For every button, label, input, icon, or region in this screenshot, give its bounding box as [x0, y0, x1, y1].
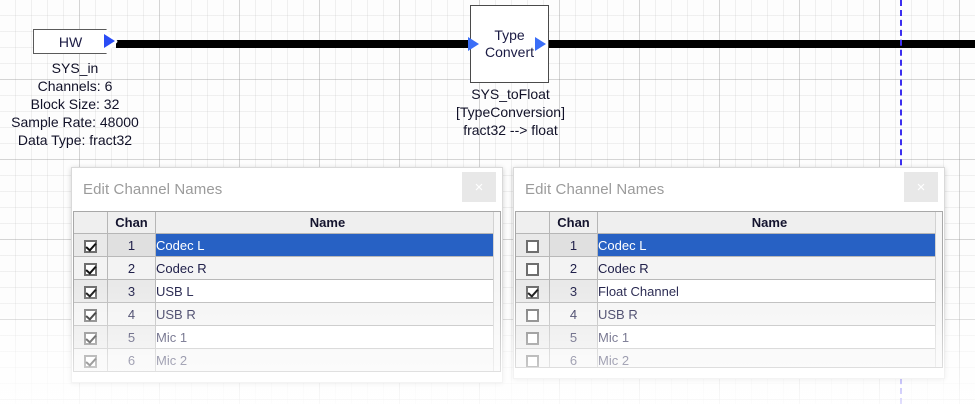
close-icon[interactable]: ×: [904, 172, 938, 202]
checkbox-unchecked-icon[interactable]: [526, 308, 539, 322]
row-channel-name[interactable]: Float Channel: [597, 279, 942, 303]
column-header-check: [74, 212, 108, 234]
table-empty-filler-row: [74, 372, 500, 373]
port-out-sys-in[interactable]: [104, 34, 115, 48]
row-channel-name[interactable]: USB R: [155, 302, 500, 326]
row-chan-number: 4: [107, 302, 156, 326]
row-checkbox-cell[interactable]: [74, 279, 108, 303]
checkbox-unchecked-icon[interactable]: [526, 331, 539, 345]
port-in-sys-tofloat[interactable]: [468, 37, 479, 51]
row-channel-name[interactable]: Codec L: [597, 233, 942, 257]
row-channel-name[interactable]: Codec R: [597, 256, 942, 280]
row-checkbox-cell[interactable]: [516, 302, 550, 326]
checkbox-checked-icon[interactable]: [84, 308, 97, 322]
wire-convert-to-right: [545, 40, 975, 48]
row-checkbox-cell[interactable]: [74, 233, 108, 257]
row-channel-name[interactable]: Mic 1: [155, 325, 500, 349]
column-header-name: Name: [597, 212, 942, 234]
checkbox-checked-icon[interactable]: [84, 331, 97, 345]
block-sys-tofloat-label-line1: Type: [494, 26, 525, 43]
checkbox-checked-icon[interactable]: [84, 354, 97, 368]
row-channel-name[interactable]: Mic 2: [155, 348, 500, 371]
row-chan-number: 6: [549, 348, 598, 367]
checkbox-checked-icon[interactable]: [84, 285, 97, 299]
column-header-chan: Chan: [549, 212, 598, 234]
block-sys-tofloat-caption: SYS_toFloat [TypeConversion] fract32 -->…: [456, 86, 565, 138]
column-header-name: Name: [155, 212, 500, 234]
row-channel-name[interactable]: USB L: [155, 279, 500, 303]
column-header-check: [516, 212, 550, 234]
vertical-scrollbar-left[interactable]: [493, 212, 500, 371]
row-channel-name[interactable]: Codec R: [155, 256, 500, 280]
row-chan-number: 3: [549, 279, 598, 303]
row-chan-number: 1: [549, 233, 598, 257]
block-sys-in-label: HW: [58, 33, 83, 50]
block-sys-in-caption: SYS_in Channels: 6 Block Size: 32 Sample…: [11, 60, 139, 148]
row-chan-number: 4: [549, 302, 598, 326]
row-channel-name[interactable]: USB R: [597, 302, 942, 326]
row-chan-number: 3: [107, 279, 156, 303]
row-checkbox-cell[interactable]: [74, 325, 108, 349]
row-channel-name[interactable]: Mic 2: [597, 348, 942, 367]
row-channel-name[interactable]: Mic 1: [597, 325, 942, 349]
row-chan-number: 5: [549, 325, 598, 349]
row-checkbox-cell[interactable]: [516, 325, 550, 349]
checkbox-unchecked-icon[interactable]: [526, 354, 539, 367]
row-chan-number: 2: [107, 256, 156, 280]
checkbox-unchecked-icon[interactable]: [526, 239, 539, 253]
table-empty-filler-cell: [74, 372, 500, 373]
dialog-title-left: Edit Channel Names: [83, 181, 223, 198]
checkbox-checked-icon[interactable]: [526, 285, 539, 299]
block-sys-in[interactable]: HW: [33, 29, 118, 54]
row-checkbox-cell[interactable]: [516, 256, 550, 280]
row-checkbox-cell[interactable]: [74, 302, 108, 326]
column-header-chan: Chan: [107, 212, 156, 234]
block-sys-tofloat-label-line2: Convert: [484, 44, 535, 60]
wire-sysin-to-convert: [116, 40, 471, 48]
dialog-title-right: Edit Channel Names: [525, 181, 665, 198]
vertical-scrollbar-right[interactable]: [935, 212, 942, 367]
row-chan-number: 1: [107, 233, 156, 257]
row-checkbox-cell[interactable]: [516, 233, 550, 257]
port-out-sys-tofloat[interactable]: [535, 37, 546, 51]
row-chan-number: 2: [549, 256, 598, 280]
row-checkbox-cell[interactable]: [516, 279, 550, 303]
row-channel-name[interactable]: Codec L: [155, 233, 500, 257]
table-header-row: Chan Name: [74, 212, 500, 234]
row-chan-number: 6: [107, 348, 156, 371]
close-icon[interactable]: ×: [462, 172, 496, 202]
row-checkbox-cell[interactable]: [516, 348, 550, 367]
checkbox-unchecked-icon[interactable]: [526, 262, 539, 276]
checkbox-checked-icon[interactable]: [84, 262, 97, 276]
row-checkbox-cell[interactable]: [74, 256, 108, 280]
checkbox-checked-icon[interactable]: [84, 239, 97, 253]
row-chan-number: 5: [107, 325, 156, 349]
table-header-row: Chan Name: [516, 212, 942, 234]
row-checkbox-cell[interactable]: [74, 348, 108, 371]
